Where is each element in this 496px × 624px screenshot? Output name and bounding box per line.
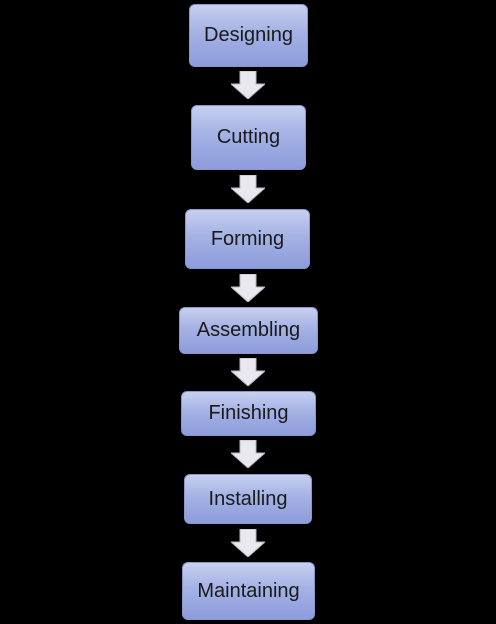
down-arrow-icon	[231, 175, 265, 203]
step-label: Finishing	[208, 402, 289, 424]
step-installing: Installing	[184, 474, 312, 524]
step-label: Cutting	[216, 126, 281, 148]
down-arrow-icon	[231, 274, 265, 302]
step-finishing: Finishing	[181, 391, 316, 436]
down-arrow-icon	[231, 71, 265, 99]
down-arrow-icon	[231, 440, 265, 468]
step-label: Forming	[210, 227, 285, 250]
step-label: Designing	[204, 24, 293, 46]
step-maintaining: Maintaining	[182, 562, 315, 620]
down-arrow-icon	[231, 529, 265, 557]
down-arrow-icon	[231, 358, 265, 386]
step-label: Maintaining	[197, 579, 300, 602]
step-label: Assembling	[196, 319, 301, 341]
step-cutting: Cutting	[191, 105, 306, 170]
step-assembling: Assembling	[179, 307, 318, 354]
step-forming: Forming	[185, 209, 310, 269]
step-designing: Designing	[189, 4, 308, 67]
step-label: Installing	[208, 487, 288, 510]
